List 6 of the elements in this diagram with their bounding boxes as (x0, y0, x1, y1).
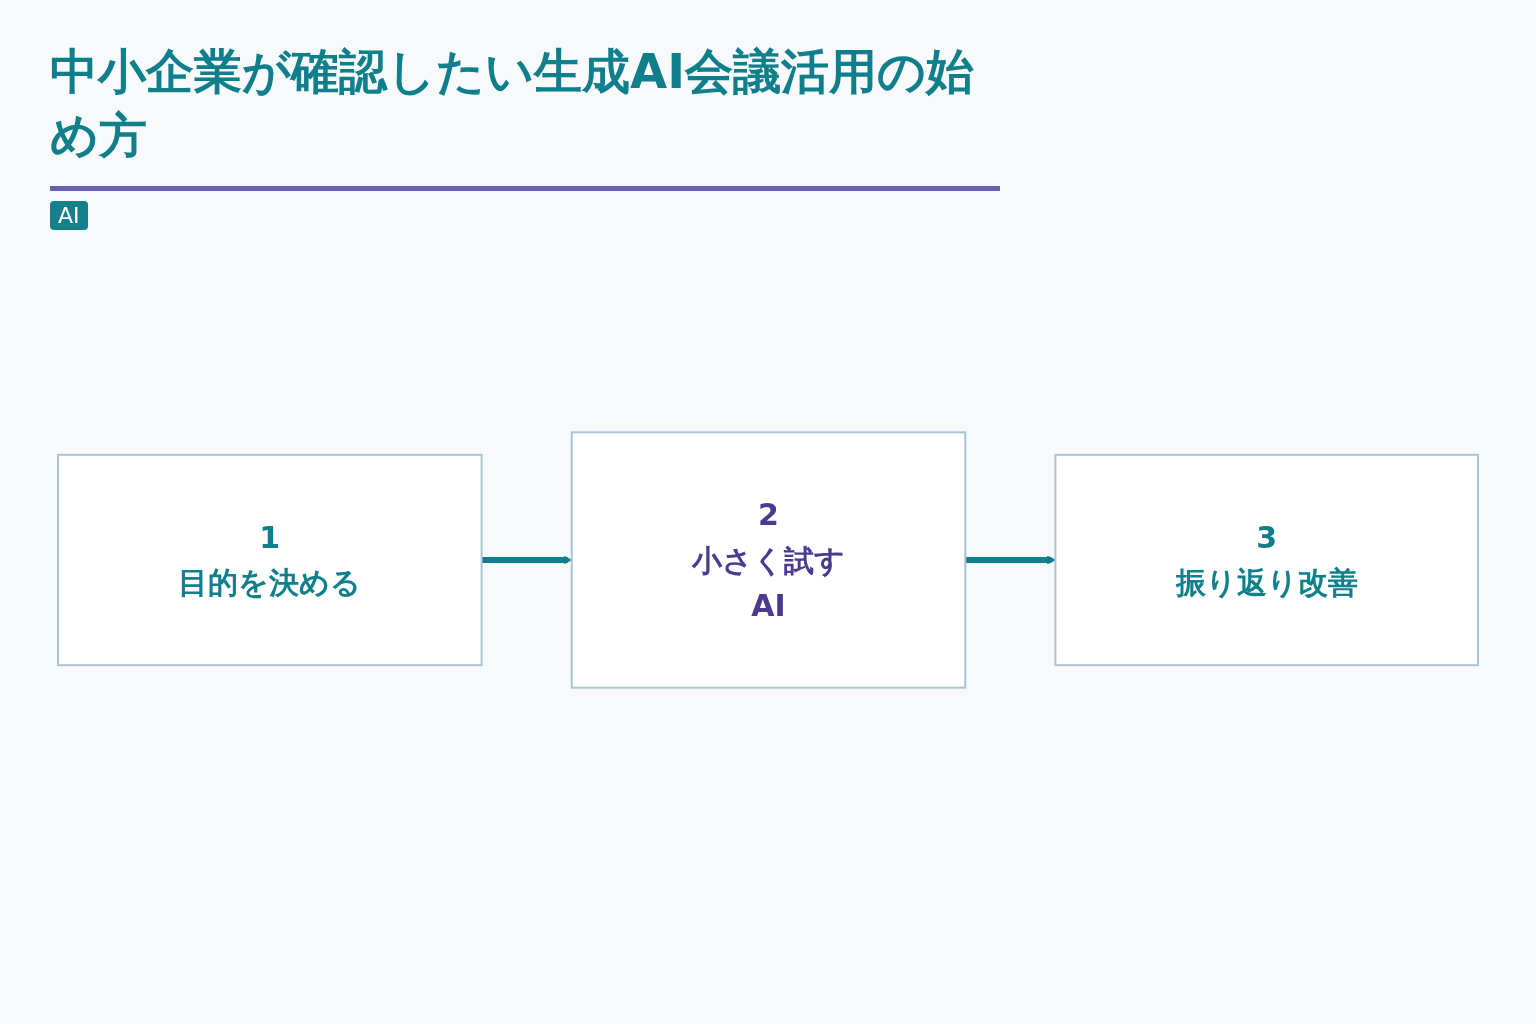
title: 中小企業が確認したい生成AI会議活用の始め方 (50, 40, 1000, 191)
ai-label: AI (50, 201, 88, 230)
node-box: 3 振り返り改善 (1054, 453, 1479, 667)
arrow (965, 555, 1056, 565)
node-box: 2 小さく試す AI (570, 431, 967, 689)
node-box: 1 目的を決める (57, 453, 483, 667)
